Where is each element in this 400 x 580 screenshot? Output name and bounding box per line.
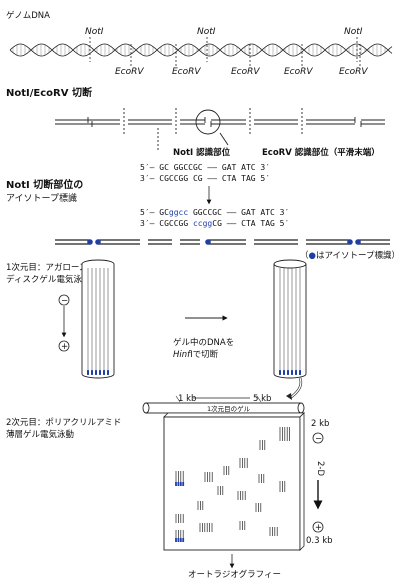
plus-electrode-1 [58, 340, 70, 352]
spot-cluster-3 [239, 458, 248, 468]
isotope-label-section-1: NotI 切断部位の [6, 178, 83, 191]
gel-cylinder-right [273, 259, 307, 379]
ecorv-label-5: EcoRV [339, 67, 368, 77]
noti-label-2: NotI [197, 27, 216, 37]
dim1-label-line2: ディスクゲル電気泳動 [6, 274, 90, 285]
spot-cluster-11 [197, 501, 204, 510]
hinf-label-line1: ゲル中のDNAを [173, 337, 234, 348]
labeled-fragments [55, 239, 390, 245]
spot-cluster-15 [239, 521, 246, 530]
spot-cluster-12 [255, 503, 262, 512]
slab-gel [163, 412, 305, 551]
autoradiography-label: オートラジオグラフィー [188, 569, 281, 580]
spot-cluster-14 [199, 523, 213, 532]
magnifier-circle [195, 109, 221, 135]
gel-cylinder-left [81, 259, 115, 379]
autoradiograph-spots [175, 427, 290, 542]
dim2-label-line1: 2次元目：ポリアクリルアミド [6, 417, 121, 428]
seq1-bottom: 3′— CGCCGG CG —— CTA TAG 5′ [140, 174, 270, 183]
spot-cluster-1 [279, 427, 290, 441]
isotope-dots [87, 239, 361, 245]
isotope-note: （●はアイソトープ標識） [300, 250, 400, 261]
spot-cluster-9 [217, 486, 224, 495]
plus-electrode-2 [312, 521, 324, 533]
noti-site-label: NotI 認識部位 [173, 147, 231, 158]
dim1-label-line1: 1次元目：アガロース [6, 262, 87, 273]
gel-rod-1kb: 1 kb [178, 394, 196, 404]
ecorv-label-3: EcoRV [231, 67, 260, 77]
spot-cluster-10 [237, 491, 246, 500]
spot-cluster-5 [204, 472, 213, 482]
spot-cluster-2 [259, 440, 266, 450]
seq2-top: 5′— GCggcc GGCCGC —— GAT ATC 3′ [140, 208, 289, 217]
svg-text:−: − [61, 296, 68, 306]
ecorv-label-1: EcoRV [115, 67, 144, 77]
spot-cluster-16 [269, 527, 278, 536]
cut-section-title: NotI/EcoRV 切断 [6, 86, 92, 99]
noti-label-3: NotI [344, 27, 363, 37]
ecorv-site-label: EcoRV 認識部位（平滑末端） [262, 147, 380, 158]
gel-rod-label: 1次元目のゲル [207, 404, 251, 413]
spot-cluster-13 [175, 514, 184, 523]
ecorv-label-4: EcoRV [284, 67, 313, 77]
isotope-label-section-2: アイソトープ標識 [6, 192, 77, 204]
dim2-label-line2: 薄層ゲル電気泳動 [6, 429, 74, 440]
seq2-bottom: 3′— CGCCGG ccggCG —— CTA TAG 5′ [140, 219, 289, 228]
noti-label-1: NotI [85, 27, 104, 37]
hinf-label-line2: HinfIで切断 [173, 349, 219, 360]
spot-cluster-17 [175, 530, 185, 542]
genome-site-markers [89, 37, 361, 66]
spot-cluster-4 [223, 466, 230, 475]
spot-cluster-6 [175, 471, 185, 486]
dna-double-helix [9, 43, 393, 57]
spot-cluster-8 [279, 481, 286, 492]
gel-rod-5kb: 5 kb [253, 394, 271, 404]
svg-text:+: + [315, 523, 322, 533]
seq1-top: 5′— GC GGCCGC —— GAT ATC 3′ [140, 163, 270, 172]
size-0-3kb: 0.3 kb [306, 536, 333, 546]
minus-electrode-1 [58, 294, 70, 306]
spot-cluster-7 [258, 474, 265, 483]
axis-2d-label: 2-D [315, 461, 325, 476]
genome-dna-label: ゲノムDNA [6, 10, 50, 21]
cut-fragments [55, 108, 385, 150]
ecorv-label-2: EcoRV [172, 67, 201, 77]
svg-text:−: − [315, 434, 322, 444]
minus-electrode-2 [312, 432, 324, 444]
size-2kb: 2 kb [311, 419, 329, 429]
curved-arrow-head [286, 393, 292, 400]
svg-text:+: + [61, 342, 68, 352]
